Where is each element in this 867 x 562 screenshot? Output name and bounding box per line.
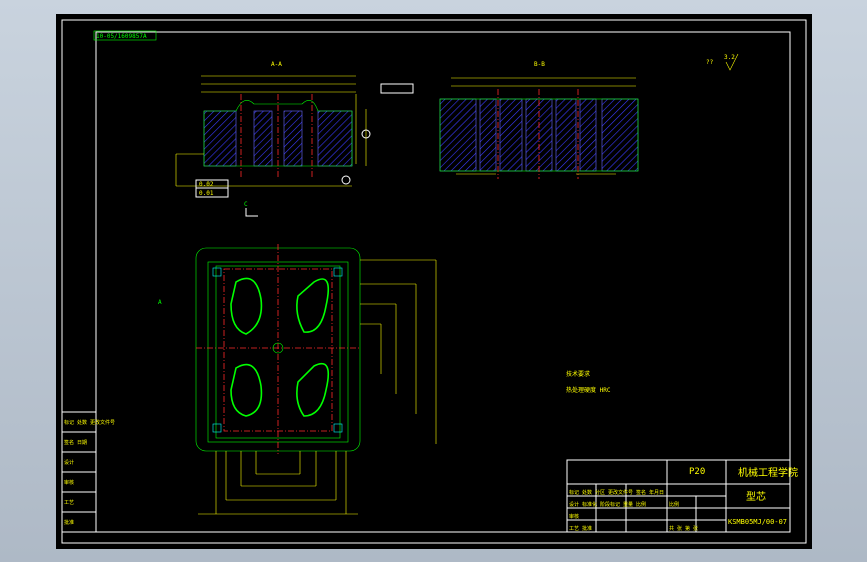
cavity-bottom-left (230, 363, 263, 417)
section-b-label: B-B (534, 61, 545, 68)
side-row-2: 签名 日期 (64, 439, 87, 446)
scale-label: 比例 (669, 501, 679, 508)
hatch-block (203, 110, 237, 167)
sprue-icon (272, 342, 284, 354)
tol-2: 0.01 (199, 190, 214, 197)
tag-box (93, 30, 157, 41)
tb-row-1: 标记 处数 分区 更改文件号 签名 年月日 (569, 489, 664, 496)
plan-view: A (158, 244, 437, 515)
section-a-label: A-A (271, 61, 282, 68)
tol-1: 0.02 (199, 181, 214, 188)
section-b-b: B-B (439, 61, 639, 179)
tb-row-4: 工艺 批准 (569, 525, 592, 532)
tb-row-2: 设计 标准化 阶段标记 重量 比例 (569, 501, 646, 508)
view-c-label: C (244, 201, 248, 208)
cavity-top-left (230, 277, 263, 335)
inner-frame (95, 31, 791, 533)
cavity-top-right (296, 278, 330, 333)
side-row-4: 审核 (64, 479, 74, 486)
school-name: 机械工程学院 (738, 466, 798, 479)
material: P20 (689, 467, 705, 477)
side-table: 标记 处数 更改文件号 签名 日期 设计 审核 工艺 批准 (61, 411, 115, 533)
core-outline (203, 100, 353, 167)
view-a-label: A (158, 299, 162, 306)
part-name: 型芯 (746, 490, 766, 503)
geom-tol-box-top (380, 83, 414, 94)
side-row-1: 标记 处数 更改文件号 (64, 419, 115, 426)
drawing-canvas[interactable]: 10-05/1609857A ?? 3.2 A-A (56, 14, 812, 549)
roughness-mark: ?? (706, 59, 714, 66)
section-a-a: A-A (175, 61, 414, 198)
roughness-value: 3.2 (724, 54, 735, 61)
outer-frame (61, 19, 807, 544)
side-row-6: 批准 (64, 519, 74, 526)
tech-req-title: 技术要求 (566, 370, 590, 378)
tech-req-line: 热处理硬度 HRC (566, 386, 611, 394)
drawing-number: KSMB05MJ/00-07 (728, 518, 787, 526)
tb-row-3: 审核 (569, 513, 579, 520)
top-left-tag: 10-05/1609857A (96, 33, 147, 40)
roughness-symbol-icon (725, 53, 739, 71)
cavity-bottom-right (296, 362, 330, 417)
drawing-svg: 10-05/1609857A ?? 3.2 A-A (61, 19, 807, 544)
view-c-arrow-icon (245, 208, 258, 217)
side-row-5: 工艺 (64, 500, 74, 506)
sheet-label: 共 张 第 张 (669, 525, 698, 532)
datum-circle-icon (361, 129, 371, 139)
title-block: P20 机械工程学院 型芯 KSMB05MJ/00-07 标记 处数 分区 更改… (566, 459, 798, 533)
side-row-3: 设计 (64, 459, 74, 466)
